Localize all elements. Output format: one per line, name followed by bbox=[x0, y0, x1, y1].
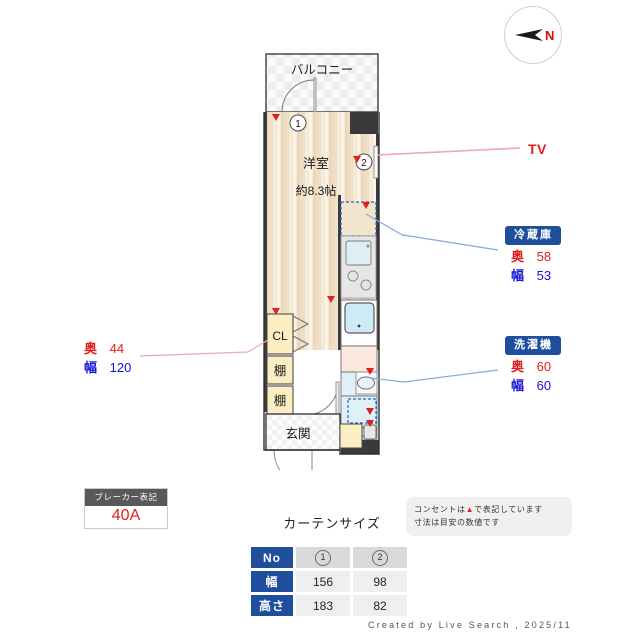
outlet-icon bbox=[353, 156, 361, 163]
shelf-lower-label: 棚 bbox=[274, 393, 287, 408]
exterior-wall-right bbox=[376, 134, 379, 350]
stove-burner bbox=[360, 279, 372, 291]
room-washroom bbox=[340, 345, 378, 397]
kitchen-sink bbox=[345, 240, 372, 266]
shelf-upper bbox=[266, 355, 294, 385]
room-label-main: 洋室 bbox=[303, 156, 329, 171]
shelf-lower bbox=[266, 385, 294, 415]
room-entrance: 玄関 bbox=[265, 413, 363, 489]
kitchen-unit bbox=[340, 201, 377, 299]
curtain-size-table: No 1 2 幅 156 98 高さ 183 82 bbox=[248, 544, 410, 619]
outlet-icon bbox=[366, 368, 374, 375]
outlet-icon bbox=[327, 296, 335, 303]
closet-callout: 奥 44 幅 120 bbox=[84, 340, 131, 378]
breaker-value: 40A bbox=[111, 507, 141, 524]
washer-leader-line bbox=[403, 369, 499, 383]
refrigerator-leader-line bbox=[402, 234, 499, 251]
window-marker-1-label: 1 bbox=[295, 119, 301, 130]
washer-callout: 洗濯機 奥 60 幅 60 bbox=[505, 336, 561, 396]
north-compass: N bbox=[504, 6, 562, 64]
partition-wall bbox=[338, 195, 341, 350]
table-row-header: No 1 2 bbox=[251, 547, 407, 568]
compass-needle-icon: N bbox=[515, 28, 554, 43]
curtain-width-1: 156 bbox=[296, 571, 350, 592]
legend-note-box: コンセントは▲で表記しています 寸法は目安の数値です bbox=[406, 497, 572, 537]
outlet-icon bbox=[366, 420, 374, 427]
table-row: 高さ 183 82 bbox=[251, 595, 407, 616]
refrigerator-title: 冷蔵庫 bbox=[505, 226, 561, 246]
window-2-glazing bbox=[373, 145, 379, 179]
curtain-col-2: 2 bbox=[353, 547, 407, 568]
refrigerator-width-value: 53 bbox=[536, 267, 552, 283]
curtain-size-title: カーテンサイズ bbox=[283, 516, 381, 531]
tv-leader-line bbox=[377, 147, 521, 156]
breaker-header: ブレーカー表記 bbox=[85, 489, 167, 506]
tv-callout-label: TV bbox=[528, 141, 547, 157]
washer-depth-key: 奥 bbox=[511, 359, 525, 375]
room-label-entrance: 玄関 bbox=[285, 426, 310, 441]
refrigerator-callout: 冷蔵庫 奥 58 幅 53 bbox=[505, 226, 561, 286]
curtain-row-height-key: 高さ bbox=[251, 595, 293, 616]
washer-space bbox=[347, 398, 377, 424]
window-marker-2-label: 2 bbox=[361, 158, 367, 169]
outlet-icon bbox=[272, 308, 280, 315]
curtain-height-1: 183 bbox=[296, 595, 350, 616]
footer-credit: Created by Live Search , 2025/11 bbox=[368, 620, 572, 630]
curtain-width-2: 98 bbox=[353, 571, 407, 592]
legend-note-line2: 寸法は目安の数値です bbox=[414, 518, 500, 528]
closet-leader-line bbox=[139, 351, 249, 357]
room-area-main: 約8.3帖 bbox=[296, 183, 337, 198]
washer-depth-value: 60 bbox=[536, 359, 552, 375]
closet-label: CL bbox=[272, 329, 288, 343]
wash-basin bbox=[357, 376, 375, 390]
outlet-icon bbox=[366, 408, 374, 415]
curtain-header-no: No bbox=[251, 547, 293, 568]
outlet-icon bbox=[362, 202, 370, 209]
room-label-balcony: バルコニー bbox=[291, 63, 353, 77]
curtain-height-2: 82 bbox=[353, 595, 407, 616]
washer-width-key: 幅 bbox=[511, 377, 525, 393]
closet-width-key: 幅 bbox=[84, 359, 98, 375]
closet-depth-key: 奥 bbox=[84, 341, 98, 356]
floor-plan: バルコニー 洋室 約8.3帖 bbox=[252, 50, 392, 489]
shoe-box bbox=[339, 423, 363, 449]
exterior-wall-left bbox=[264, 112, 267, 412]
table-row: 幅 156 98 bbox=[251, 571, 407, 592]
room-bath bbox=[340, 299, 378, 347]
breaker-info-box: ブレーカー表記 40A bbox=[84, 488, 168, 529]
closet-cl bbox=[266, 313, 294, 355]
compass-north-letter: N bbox=[545, 28, 554, 43]
window-marker-2: 2 bbox=[355, 153, 373, 171]
legend-note-line1: コンセントは▲で表記しています bbox=[414, 505, 543, 514]
outlet-symbol-icon: ▲ bbox=[465, 505, 475, 514]
storage-group: CL 棚 棚 bbox=[266, 313, 310, 415]
refrigerator-width-key: 幅 bbox=[511, 267, 525, 283]
refrigerator-depth-value: 58 bbox=[536, 249, 552, 265]
shelf-upper-label: 棚 bbox=[274, 363, 287, 378]
outlet-markers bbox=[272, 114, 374, 427]
closet-depth-value: 44 bbox=[109, 341, 125, 356]
stove-burner bbox=[347, 270, 359, 282]
curtain-col-1: 1 bbox=[296, 547, 350, 568]
washer-title: 洗濯機 bbox=[505, 336, 561, 356]
refrigerator-depth-key: 奥 bbox=[511, 249, 525, 265]
washer-width-value: 60 bbox=[536, 377, 552, 393]
bathtub bbox=[344, 302, 375, 334]
building-outline bbox=[263, 112, 380, 455]
floor-plan-svg: バルコニー 洋室 約8.3帖 bbox=[263, 53, 380, 489]
outlet-icon bbox=[272, 114, 280, 121]
closet-width-value: 120 bbox=[109, 359, 132, 375]
curtain-row-width-key: 幅 bbox=[251, 571, 293, 592]
room-balcony: バルコニー bbox=[265, 53, 379, 113]
window-marker-1: 1 bbox=[289, 114, 307, 132]
